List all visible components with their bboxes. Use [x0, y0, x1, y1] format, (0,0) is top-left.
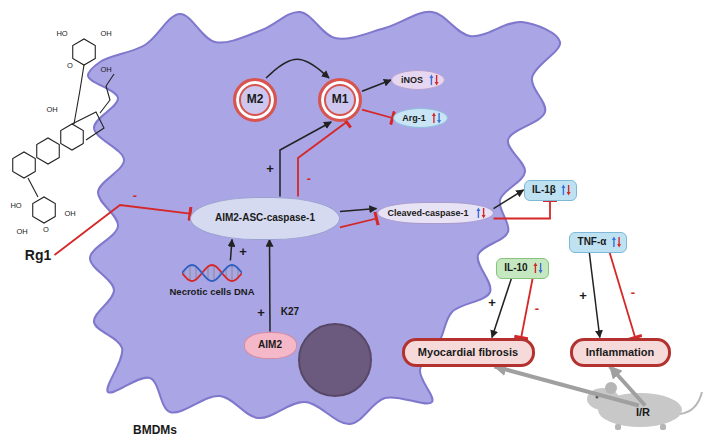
outcome-pill: Myocardial fibrosis — [402, 338, 535, 367]
inhibition-line — [494, 201, 551, 219]
nucleus — [299, 324, 371, 396]
activation-arrow — [589, 253, 600, 338]
marker-bubble: iNOS — [391, 70, 445, 90]
sign-label: + — [488, 296, 496, 309]
helix-strand — [182, 265, 242, 281]
activation-arrow — [269, 240, 271, 332]
outcome-pill: Inflammation — [570, 338, 671, 367]
sign-label: + — [579, 289, 587, 302]
marker-bubble: Arg-1 — [393, 108, 448, 128]
activation-arrow — [494, 190, 524, 209]
node-text: AIM2-ASC-caspase-1 — [215, 212, 315, 224]
dna-stimulus: Necrotic cells DNA — [166, 261, 258, 300]
activation-arrow — [266, 59, 329, 78]
chem-group: OH — [46, 106, 57, 114]
sign-label: + — [257, 306, 265, 319]
macrophage-cell — [88, 12, 560, 424]
side-chain-bond — [100, 74, 114, 113]
helix-rung — [190, 265, 191, 280]
sign-label: - — [133, 189, 137, 202]
chem-group: O — [43, 226, 49, 234]
ring-bond — [33, 197, 56, 223]
node-text: AIM2 — [258, 339, 282, 351]
node-text: Cleaved-caspase-1 — [387, 208, 468, 218]
glycoside-bond — [74, 65, 84, 124]
node-text: I/R — [636, 406, 650, 419]
mouse-ear — [605, 382, 617, 394]
inhibition-line — [610, 253, 636, 338]
chem-group: HO — [56, 30, 67, 38]
inhibition-line — [298, 122, 347, 197]
helix-rung — [196, 266, 197, 279]
model-label: I/R — [633, 406, 654, 419]
helix-rung — [232, 265, 233, 281]
sign-label: - — [631, 286, 635, 299]
mouse-leg — [660, 424, 666, 430]
cytokine-box: TNF-α — [569, 232, 627, 253]
node-text: Necrotic cells DNA — [169, 287, 254, 298]
ring-bond — [37, 138, 60, 164]
rg1-structure — [13, 39, 114, 223]
inhibition-line — [362, 110, 393, 118]
mouse-illustration — [587, 382, 702, 430]
chem-group: OH — [16, 228, 27, 236]
cell-label: BMDMs M2 M1 iNOS Arg-1AIM2-ASC-caspase-1 Clea… — [88, 10, 568, 440]
node-text: iNOS — [401, 75, 423, 85]
dna-helix — [182, 262, 242, 284]
activation-arrow — [230, 240, 232, 261]
macrophage-m1: M1 — [318, 78, 362, 122]
helix-strand — [182, 265, 242, 281]
activation-arrow — [280, 122, 331, 197]
cleaved-caspase-box: Cleaved-caspase-1 — [377, 202, 494, 224]
sign-label: - — [535, 302, 539, 315]
mouse-leg — [615, 424, 621, 430]
node-text: M1 — [332, 93, 349, 107]
macrophage-m2: M2 — [233, 78, 277, 122]
node-text: Inflammation — [586, 346, 654, 359]
aim2-protein: AIM2 — [244, 332, 297, 359]
activation-arrow — [340, 209, 377, 212]
node-text: TNF-α — [578, 236, 607, 248]
inflammasome-complex: AIM2-ASC-caspase-1 — [190, 197, 340, 240]
inhibition-line — [340, 219, 377, 228]
chem-group: OH — [100, 66, 111, 74]
glycoside-bond — [28, 178, 38, 197]
cytokine-box: IL-10 — [496, 258, 549, 279]
sign-label: + — [266, 162, 274, 175]
sign-label: - — [307, 172, 311, 185]
mouse-tail — [680, 392, 702, 414]
chem-group: O — [67, 62, 73, 70]
cytokine-box: IL-1β — [524, 180, 577, 201]
ring-bond — [73, 39, 96, 65]
node-text: Rg1 — [25, 247, 51, 263]
ring-bond — [13, 152, 36, 178]
helix-rung — [214, 265, 215, 280]
molecular-label: K27 — [281, 307, 299, 317]
helix-rung — [208, 266, 209, 279]
node-text: IL-1β — [532, 184, 556, 196]
chem-group: OH — [100, 30, 111, 38]
inhibition-line — [55, 205, 191, 255]
inhibition-line — [521, 279, 532, 338]
chem-group: HO — [10, 202, 21, 210]
node-text: BMDMs — [133, 424, 177, 438]
node-text: M2 — [247, 93, 264, 107]
chem-group: OH — [64, 210, 75, 218]
drug-name: Rg1 — [22, 246, 55, 265]
node-text: Arg-1 — [402, 113, 426, 123]
node-text: IL-10 — [504, 262, 527, 274]
activation-arrow — [362, 80, 391, 91]
ring-bond — [61, 124, 84, 150]
ring-bond — [72, 112, 104, 140]
model-arrow — [610, 367, 645, 406]
sign-label: + — [239, 245, 247, 258]
node-text: Myocardial fibrosis — [418, 346, 518, 359]
